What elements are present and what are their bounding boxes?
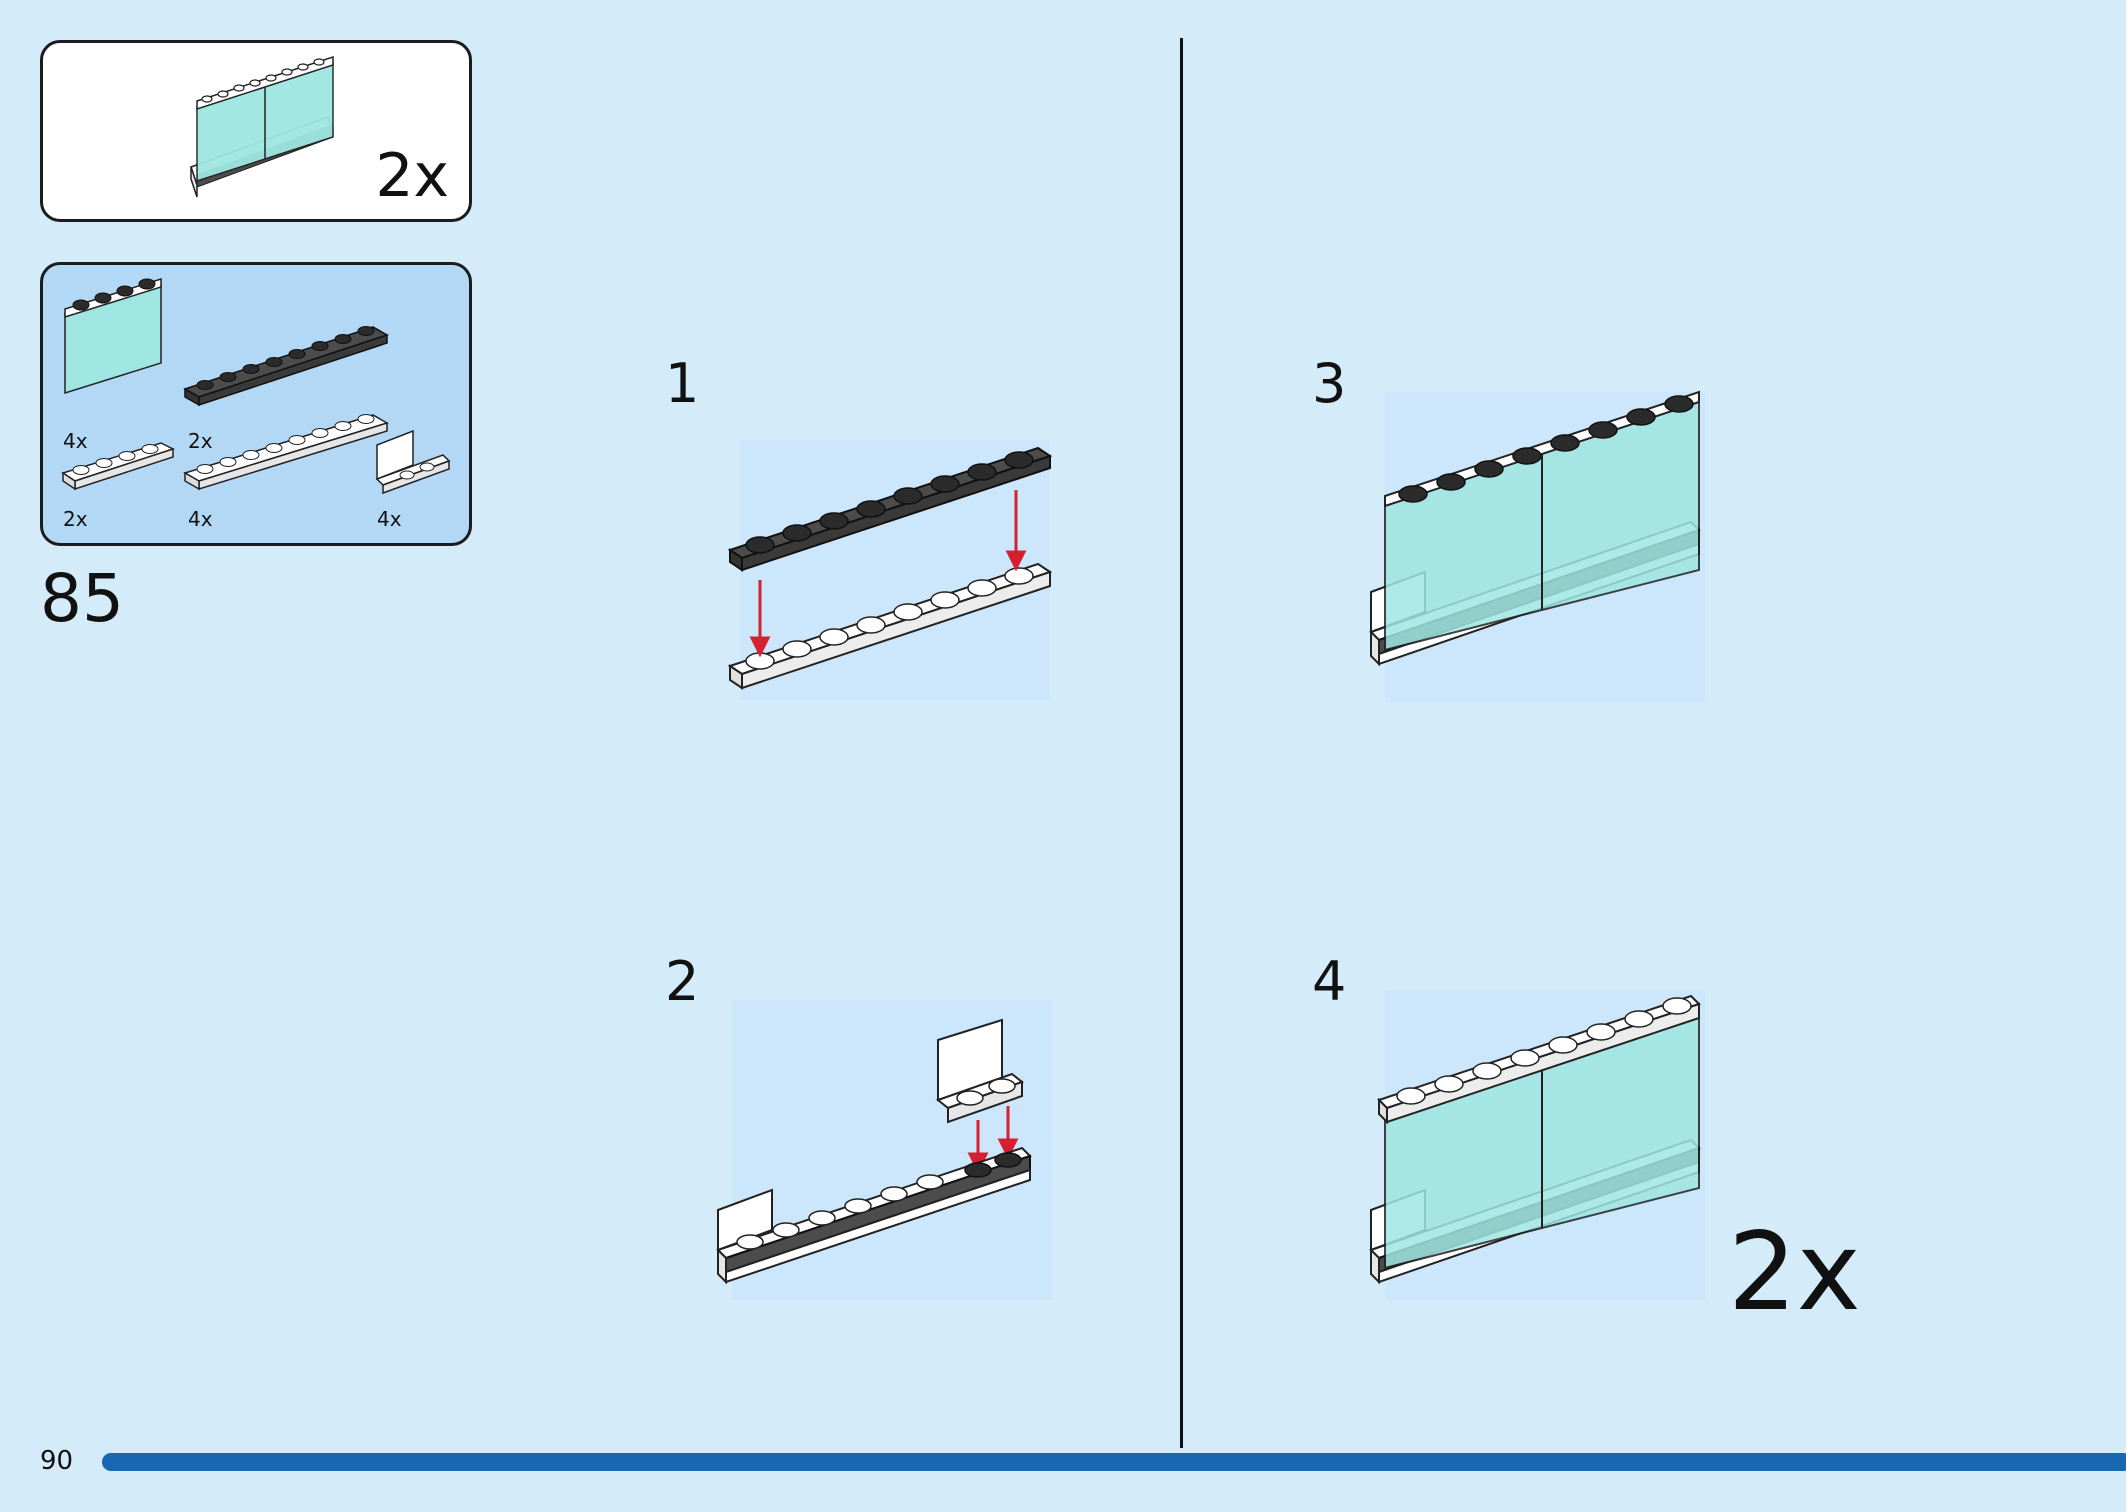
substep-4-multiplier: 2x [1728,1210,1861,1335]
substep-1-illustration [727,440,1053,700]
submodel-callout: 2x [40,40,472,222]
part-white-bracket-image [375,429,451,495]
column-divider [1180,38,1183,1448]
part-qty: 4x [63,429,88,453]
substep-3-illustration [1369,390,1705,702]
substep-number: 4 [1312,950,1347,1013]
substep-2-illustration [716,1000,1052,1300]
part-qty: 2x [63,507,88,531]
part-white-plate-6-image [183,414,389,491]
part-trans-panel-image [64,277,162,395]
substep-number: 2 [665,950,700,1013]
substep-4-illustration [1369,990,1705,1300]
part-qty: 4x [188,507,213,531]
parts-list: 4x 2x 2x 4x 4x [40,262,472,546]
progress-bar [102,1453,2126,1471]
part-qty: 2x [188,429,213,453]
submodel-preview-image [190,55,334,198]
step-number: 85 [40,560,124,637]
callout-multiplier: 2x [375,141,449,211]
page-number: 90 [40,1446,74,1476]
part-dark-plate-image [183,326,389,407]
part-white-plate-4-image [61,442,175,491]
substep-number: 3 [1312,352,1347,415]
substep-number: 1 [665,352,700,415]
part-qty: 4x [377,507,402,531]
